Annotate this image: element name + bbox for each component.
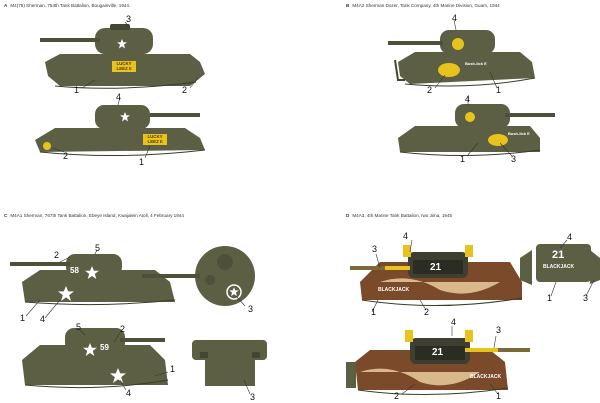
marking-number-21-bottom: 21 [432, 347, 444, 358]
tank-a-bottom [35, 105, 206, 157]
callout-number: 1 [74, 85, 80, 95]
tank-b-top [388, 30, 536, 87]
callout-number: 4 [126, 388, 132, 398]
tank-c-rear [192, 340, 267, 386]
callout-number: 4 [465, 94, 471, 104]
callout-number: 1 [170, 364, 176, 374]
callout-number: 1 [460, 154, 466, 164]
callout-number: 1 [496, 85, 502, 95]
marking-number-58: 58 [70, 266, 79, 275]
callout-number: 3 [583, 293, 589, 303]
callout-number: 1 [371, 307, 377, 317]
callout-number: 2 [54, 250, 60, 260]
callout-number: 4 [451, 317, 457, 327]
tank-b-bottom [398, 104, 555, 157]
callout-number: 1 [496, 391, 502, 401]
star-marking [117, 39, 127, 49]
leader-lines [25, 19, 595, 395]
marking-number-21-turret: 21 [552, 249, 565, 261]
callout-number: 3 [496, 325, 502, 335]
callout-number: 4 [452, 13, 458, 23]
tank-c-top [10, 254, 176, 306]
callout-number: 1 [139, 157, 145, 167]
callout-number: 3 [250, 392, 256, 402]
marking-bush-lick-bottom: Bush-lick E [508, 131, 530, 136]
tank-c-bottom [22, 328, 169, 389]
callout-number: 2 [182, 85, 188, 95]
callout-number: 5 [95, 243, 101, 253]
marking-lucky-leez-bottom: LUCKY LEEZ II [147, 134, 163, 144]
marking-lucky-leez-top: LUCKY LEEZ II [116, 61, 132, 71]
marking-number-59: 59 [100, 343, 109, 352]
callout-number: 2 [394, 391, 400, 401]
callout-number: 3 [248, 304, 254, 314]
callout-number: 4 [403, 231, 409, 241]
callout-number: 2 [120, 324, 126, 334]
marking-blackjack-top: BLACKJACK [378, 287, 410, 293]
tank-d-bottom [346, 330, 530, 396]
callout-number: 1 [547, 293, 553, 303]
callout-number: 2 [427, 85, 433, 95]
callout-number: 5 [76, 322, 82, 332]
callout-number: 4 [116, 92, 122, 102]
marking-blackjack-turret: BLACKJACK [543, 264, 575, 270]
callout-number: 2 [424, 307, 430, 317]
marking-blackjack-bottom: BLACKJACK [470, 374, 502, 380]
callout-number: 2 [63, 151, 69, 161]
tank-a-top [40, 24, 205, 89]
callout-number: 1 [20, 313, 26, 323]
turret-rear-view [520, 244, 600, 285]
marking-number-21-top: 21 [430, 262, 442, 273]
callout-number: 3 [372, 244, 378, 254]
callout-number: 4 [40, 314, 46, 324]
callout-number: 3 [126, 14, 132, 24]
callout-number: 4 [567, 232, 573, 242]
callout-number: 3 [511, 154, 517, 164]
marking-bush-lick-top: Bush-lick E [465, 61, 487, 66]
turret-top-view [142, 246, 255, 306]
